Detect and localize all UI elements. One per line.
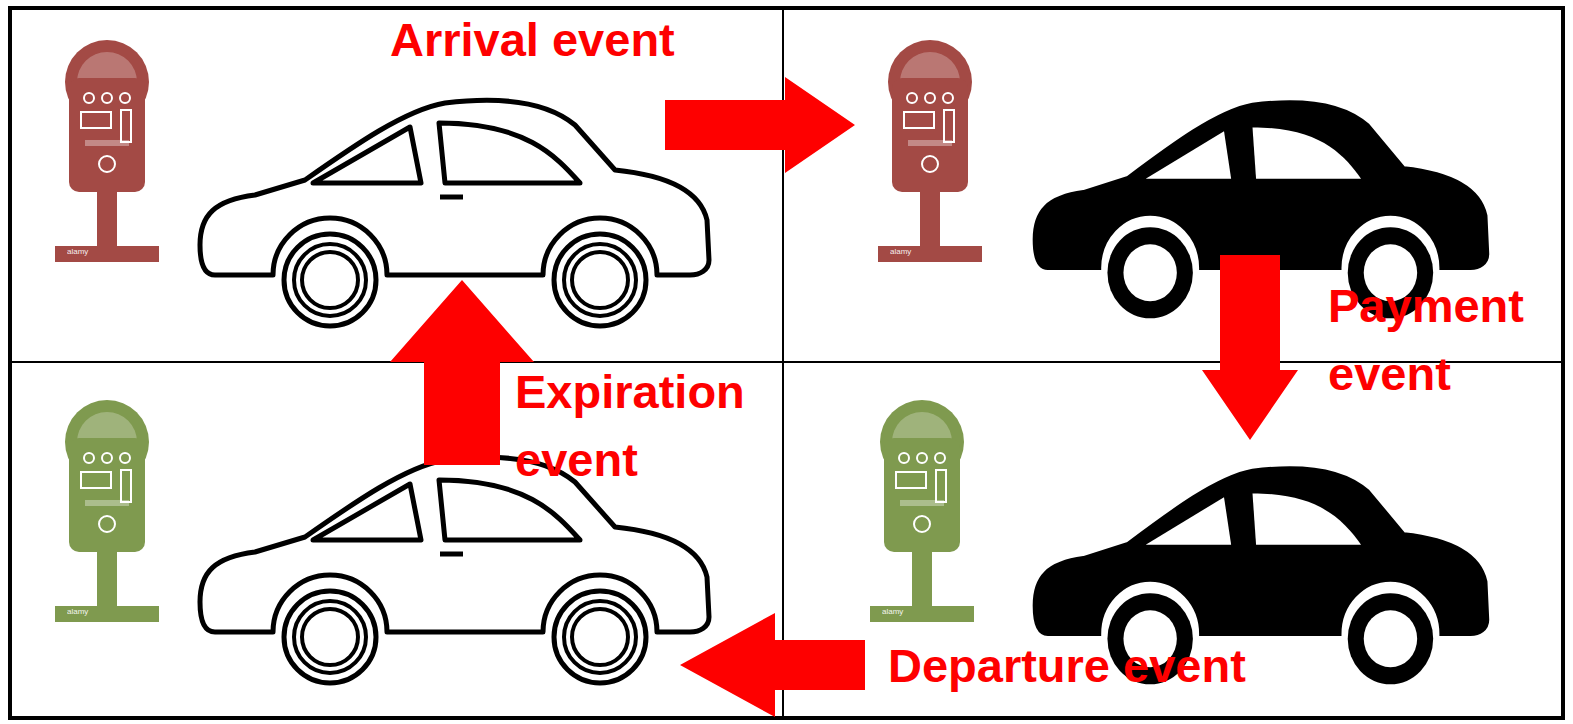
watermark: alamy xyxy=(67,607,88,617)
event-label: Departure event xyxy=(888,632,1348,700)
parking-meter-green xyxy=(55,400,159,622)
empty-car xyxy=(200,457,709,683)
parking-meter-red xyxy=(878,40,982,262)
watermark: alamy xyxy=(890,247,911,257)
watermark: alamy xyxy=(882,607,903,617)
parking-meter-green xyxy=(870,400,974,622)
event-label: Expiration event xyxy=(515,358,785,494)
event-label: Payment event xyxy=(1328,272,1568,408)
watermark: alamy xyxy=(67,247,88,257)
parking-meter-red xyxy=(55,40,159,262)
block-arrow xyxy=(680,613,865,717)
block-arrow xyxy=(1202,255,1298,440)
event-label: Arrival event xyxy=(390,6,770,74)
block-arrow xyxy=(665,77,855,173)
block-arrow xyxy=(390,280,534,465)
